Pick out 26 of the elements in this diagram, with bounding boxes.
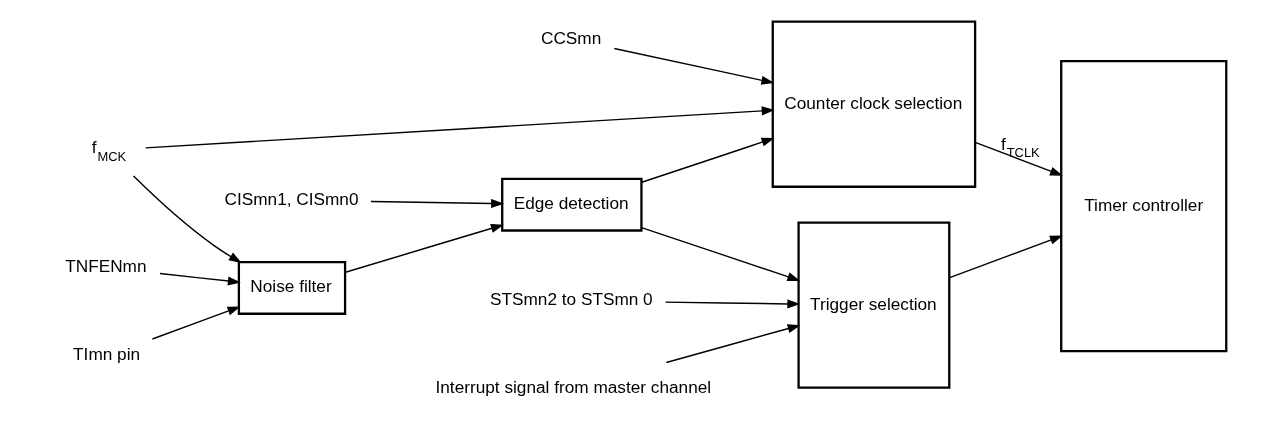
arrow	[974, 141, 1063, 176]
node-box: Timer controller	[1060, 60, 1228, 353]
node-text: CISmn1, CISmn0	[224, 188, 359, 209]
node-text: f$_{MCK}$	[91, 137, 127, 164]
arrow	[641, 137, 775, 183]
node-text: Interrupt signal from master channel	[435, 376, 712, 397]
node-box: Noise filter	[237, 260, 347, 315]
arrow	[613, 47, 775, 85]
edge-label: f$_{TCLK}$	[1000, 133, 1040, 161]
arrow	[344, 224, 504, 273]
arrow	[664, 299, 801, 309]
node-text: TNFENmn	[65, 256, 147, 277]
node-text: TImn pin	[73, 343, 141, 364]
arrow	[370, 198, 505, 208]
node-text: STSmn2 to STSmn 0	[490, 289, 653, 310]
arrow	[949, 235, 1063, 279]
node-box: Edge detection	[501, 177, 643, 232]
arrow	[665, 324, 801, 364]
arrow	[151, 306, 241, 340]
arrow	[144, 106, 775, 149]
arrow	[640, 226, 801, 282]
node-box: Trigger selection	[797, 221, 951, 389]
arrow	[159, 272, 241, 286]
arrow	[132, 175, 242, 264]
node-text: CCSmn	[540, 28, 602, 49]
node-box: Counter clock selection	[771, 20, 977, 188]
